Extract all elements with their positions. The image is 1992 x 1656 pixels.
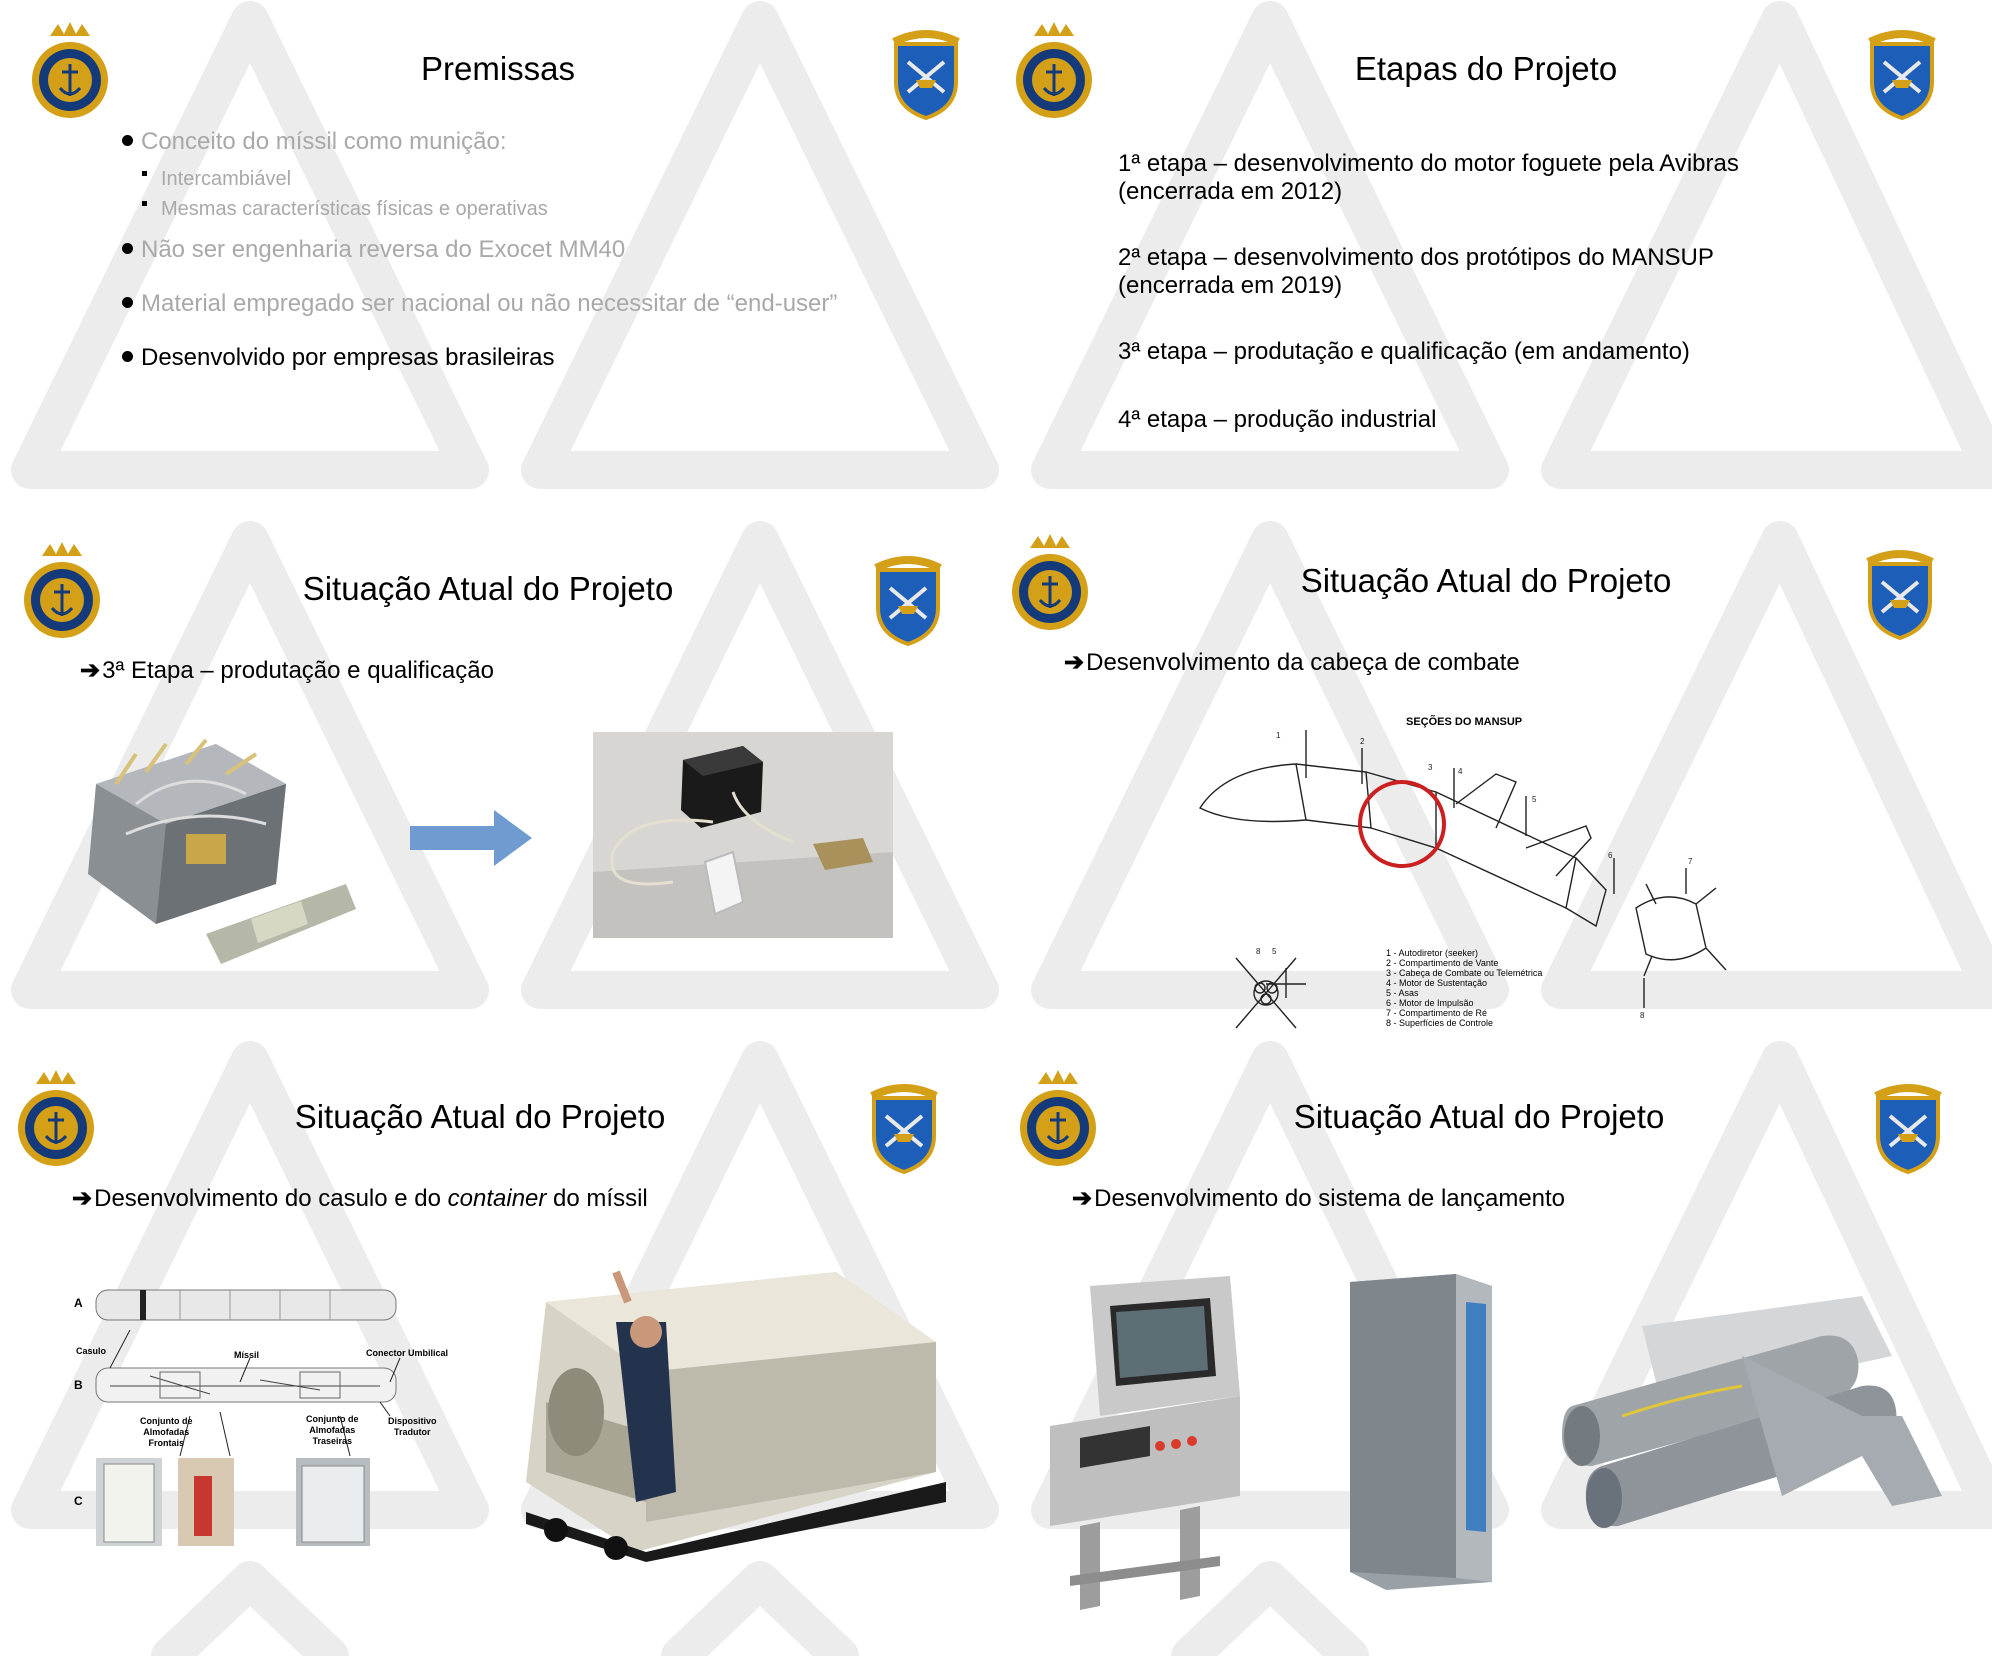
- svg-text:4: 4: [1458, 767, 1463, 776]
- svg-text:8: 8: [1256, 947, 1261, 956]
- arrow-right-icon: ➔: [80, 657, 101, 684]
- svg-text:8: 8: [1640, 1011, 1645, 1020]
- shield-emblem-icon: [892, 30, 960, 121]
- svg-text:2: 2: [1360, 737, 1365, 746]
- slide-situacao-casulo: Situação Atual do Projeto ➔Desenvolvimen…: [0, 1036, 996, 1562]
- slide-title: Situação Atual do Projeto: [302, 570, 674, 607]
- shield-emblem-icon: [1868, 30, 1936, 121]
- marinha-emblem-icon: [24, 542, 100, 638]
- shield-emblem-icon: [1874, 1084, 1942, 1175]
- svg-text:3: 3: [1428, 763, 1433, 772]
- bullet-item: Desenvolvido por empresas brasileiras: [122, 344, 555, 372]
- shield-emblem-icon: [874, 556, 942, 647]
- missile-launcher-photo: [1562, 1296, 1942, 1528]
- launch-console-photo: [1050, 1276, 1240, 1610]
- slide-situacao-lancamento: Situação Atual do Projeto ➔Desenvolvimen…: [996, 1036, 1992, 1610]
- marinha-emblem-icon: [1012, 534, 1088, 630]
- bullet-item: Não ser engenharia reversa do Exocet MM4…: [122, 236, 625, 264]
- bullet-subitem: Intercambiável: [142, 168, 291, 191]
- svg-text:5: 5: [1272, 947, 1277, 956]
- marinha-emblem-icon: [32, 22, 108, 118]
- marinha-emblem-icon: [18, 1070, 94, 1166]
- bullet-square: [142, 171, 147, 177]
- slide-premissas: Premissas Conceito do míssil como muniçã…: [0, 0, 996, 518]
- marinha-emblem-icon: [1020, 1070, 1096, 1166]
- slide-etapas: Etapas do Projeto 1ª etapa – desenvolvim…: [996, 0, 1992, 518]
- bullet-dot: [122, 243, 133, 255]
- stage-3: 3ª etapa – produtação e qualificação (em…: [1118, 338, 1690, 365]
- slide-title: Situação Atual do Projeto: [294, 1098, 666, 1135]
- bullet-dot: [122, 297, 133, 309]
- arrow-right-icon: ➔: [1064, 649, 1085, 676]
- canister-drawing: [95, 1289, 401, 1546]
- arrow-right-icon: ➔: [72, 1185, 93, 1212]
- stage-1: 1ª etapa – desenvolvimento do motor fogu…: [1118, 150, 1739, 205]
- arrow-right-icon: [410, 810, 532, 866]
- warhead-highlight-circle: [1358, 780, 1446, 868]
- seeker-electronics-photo: [88, 738, 356, 964]
- slide-title: Etapas do Projeto: [1354, 50, 1618, 87]
- container-photo: [526, 1270, 946, 1562]
- mansup-sections-diagram: SEÇÕES DO MANSUP: [1196, 708, 1756, 1036]
- slide-subtitle: ➔Desenvolvimento do sistema de lançament…: [1072, 1185, 1566, 1212]
- svg-text:6: 6: [1608, 851, 1613, 860]
- seeker-new-photo: [593, 732, 893, 938]
- shield-emblem-icon: [1866, 550, 1934, 641]
- slide-title: Premissas: [420, 50, 576, 87]
- slide-title: Situação Atual do Projeto: [1293, 1098, 1665, 1135]
- svg-text:7: 7: [1688, 857, 1693, 866]
- slide-subtitle: ➔Desenvolvimento da cabeça de combate: [1064, 649, 1520, 676]
- control-cabinet-photo: [1350, 1274, 1492, 1590]
- slide-subtitle: ➔3ª Etapa – produtação e qualificação: [80, 657, 494, 684]
- slide-subtitle: ➔Desenvolvimento do casulo e do containe…: [72, 1185, 648, 1212]
- canister-diagram: A B C Casulo Míssil Conector Umbilical C…: [70, 1286, 460, 1606]
- shield-emblem-icon: [870, 1084, 938, 1175]
- bullet-dot: [122, 135, 133, 147]
- bullet-dot: [122, 351, 133, 363]
- diagram-legend: 1 - Autodiretor (seeker) 2 - Compartimen…: [1386, 948, 1543, 1028]
- marinha-emblem-icon: [1016, 22, 1092, 118]
- slide-situacao-cabeca-combate: Situação Atual do Projeto ➔Desenvolvimen…: [996, 518, 1992, 1036]
- slide-situacao-3a-etapa: Situação Atual do Projeto ➔3ª Etapa – pr…: [0, 518, 996, 1036]
- svg-text:1: 1: [1276, 731, 1281, 740]
- slide-title: Situação Atual do Projeto: [1300, 562, 1672, 599]
- missile-drawing: 1 2 3 4 5 6 7 8 8 5: [1198, 730, 1727, 1029]
- bullet-item: Material empregado ser nacional ou não n…: [122, 290, 837, 318]
- diagram-heading: SEÇÕES DO MANSUP: [1406, 716, 1523, 728]
- stage-2: 2ª etapa – desenvolvimento dos protótipo…: [1118, 244, 1714, 299]
- arrow-right-icon: ➔: [1072, 1185, 1093, 1212]
- bullet-square: [142, 201, 147, 207]
- bullet-item: Conceito do míssil como munição:: [122, 128, 506, 156]
- stage-4: 4ª etapa – produção industrial: [1118, 406, 1437, 433]
- svg-text:5: 5: [1532, 795, 1537, 804]
- bullet-subitem: Mesmas características físicas e operati…: [142, 198, 548, 221]
